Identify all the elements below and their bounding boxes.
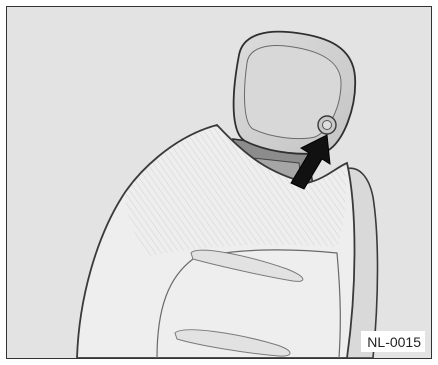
figure-code-label: NL-0015	[361, 331, 425, 352]
figure-frame: NL-0015	[6, 6, 432, 359]
seat-headrest-illustration	[7, 7, 431, 358]
headrest-release-button	[318, 116, 336, 134]
